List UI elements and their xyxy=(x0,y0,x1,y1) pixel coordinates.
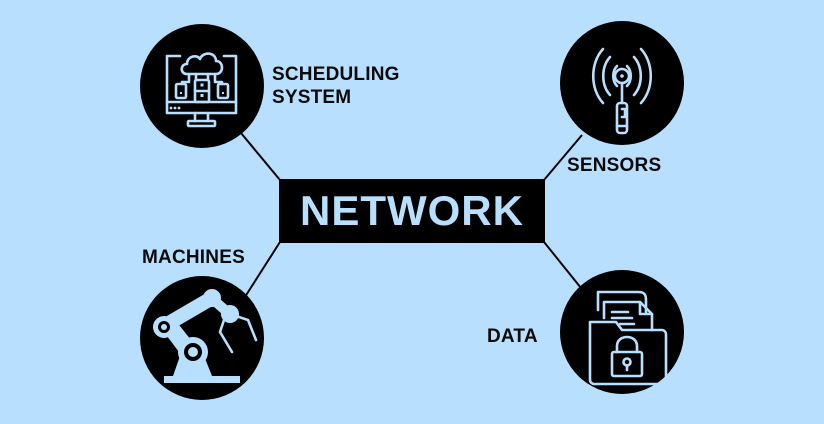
robotic-arm-icon xyxy=(153,289,258,383)
locked-folder-icon xyxy=(588,290,668,386)
antenna-sensor-icon xyxy=(592,47,652,135)
edge-scheduling xyxy=(240,132,281,181)
edge-data xyxy=(543,241,582,289)
network-hub-label: NETWORK xyxy=(300,187,524,234)
data-label: DATA xyxy=(487,326,538,347)
machines-label: MACHINES xyxy=(142,247,245,268)
scheduling-system-node xyxy=(140,24,264,148)
edge-machines xyxy=(242,241,281,301)
scheduling-label-line1: SCHEDULING xyxy=(272,64,400,85)
data-node xyxy=(560,270,684,394)
sensors-label: SENSORS xyxy=(567,155,662,176)
sensors-node xyxy=(560,21,684,145)
edge-sensors xyxy=(543,134,583,181)
scheduling-label-line2: SYSTEM xyxy=(272,87,352,108)
network-hub-box: NETWORK xyxy=(279,179,545,243)
machines-node xyxy=(140,276,264,400)
scheduling-system-label: SCHEDULING SYSTEM xyxy=(272,63,400,109)
cloud-computer-icon xyxy=(165,52,238,128)
